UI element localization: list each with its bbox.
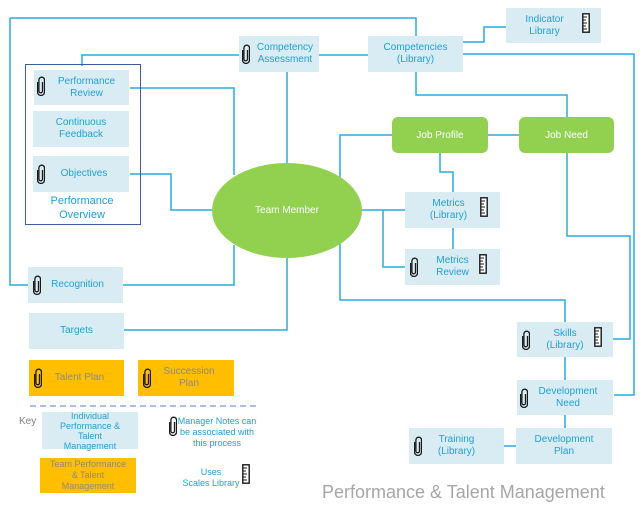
paperclip-icon: [37, 164, 45, 184]
node-label: Plan: [553, 446, 574, 457]
performance-overview-group: [25, 64, 141, 225]
key-text: this process: [192, 438, 242, 448]
node-job-profile[interactable]: Job Profile: [392, 117, 488, 153]
key-text: Performance &: [59, 420, 121, 431]
key-text: Uses: [200, 467, 222, 477]
key-text: be associated with: [179, 427, 255, 437]
node-label: Indicator: [525, 13, 564, 25]
node-label: Library: [529, 25, 560, 37]
node-label: Team Member: [255, 205, 319, 216]
node-label: Plan: [178, 378, 199, 389]
connector-assessment-review: [81, 54, 287, 66]
connector-competencies-indicator: [463, 26, 506, 43]
ruler-icon: [582, 13, 590, 33]
node-label: Feedback: [59, 129, 103, 140]
node-label: Development: [538, 385, 598, 397]
connector-team-metricsreview: [382, 210, 405, 268]
node-label: Competency: [256, 42, 314, 53]
connector-competencies-devneed: [463, 53, 635, 396]
node-label: Skills: [553, 327, 577, 339]
connector-top-loop: [10, 17, 417, 36]
connector-jobneed-skills: [566, 152, 631, 340]
node-label: Job Profile: [416, 129, 464, 141]
paperclip-icon: [143, 368, 151, 388]
connector-review-team: [130, 87, 235, 175]
connector-competencies-jobneed: [415, 72, 568, 118]
node-label: Metrics: [432, 198, 465, 209]
connector-profile-skills: [339, 134, 566, 322]
ruler-icon: [480, 197, 488, 217]
node-label: Performance: [57, 75, 116, 87]
node-label: Development: [534, 434, 594, 445]
ruler-icon: [479, 254, 487, 274]
node-label: Competencies: [383, 42, 448, 53]
node-label: Talent Plan: [54, 372, 105, 383]
node-team-member[interactable]: Team Member: [212, 163, 362, 258]
node-talent-plan[interactable]: Talent Plan: [29, 360, 124, 396]
node-label: Need: [556, 397, 580, 409]
node-label: Review: [70, 87, 103, 99]
paperclip-icon: [520, 388, 528, 408]
group-label: Overview: [59, 209, 105, 221]
paperclip-icon: [414, 436, 422, 456]
node-objectives[interactable]: Objectives: [33, 156, 129, 192]
ruler-icon: [594, 327, 602, 347]
paperclip-icon: [410, 257, 418, 277]
key-text: Management: [61, 481, 115, 491]
key-text: Team Performance: [49, 459, 127, 469]
key-text: Individual: [70, 410, 110, 421]
node-label: Training: [438, 434, 475, 445]
node-label: (Library): [437, 446, 476, 457]
paperclip-icon: [37, 76, 45, 96]
key-text: Management: [63, 440, 117, 451]
node-label: Assessment: [257, 54, 313, 65]
key-text: Scales Library: [182, 478, 240, 488]
node-label: Review: [436, 267, 469, 278]
node-label: Succession: [163, 366, 215, 377]
node-label: Targets: [60, 325, 93, 336]
group-label: Performance: [50, 195, 114, 207]
node-label: Objectives: [60, 168, 108, 179]
key-text: Manager Notes can: [177, 416, 257, 426]
node-targets[interactable]: Targets: [29, 313, 124, 349]
node-training-library[interactable]: Training(Library): [409, 428, 504, 464]
connector-profile-metrics: [439, 152, 454, 192]
paperclip-icon: [34, 368, 42, 388]
node-label: (Library): [429, 210, 468, 221]
connector-team-targets: [123, 255, 288, 331]
key-label: Key: [19, 416, 37, 427]
diagram-title: Performance & Talent Management: [322, 482, 605, 502]
node-label: (Library): [396, 54, 435, 65]
node-label: (Library): [546, 339, 584, 351]
connector-team-recognition: [123, 245, 235, 286]
connector-left-recognition: [9, 18, 28, 286]
paperclip-icon: [522, 330, 530, 350]
node-label: Recognition: [51, 279, 104, 290]
node-job-need[interactable]: Job Need: [519, 117, 614, 153]
paperclip-icon: [169, 416, 177, 436]
paperclip-icon: [242, 44, 250, 64]
key-text: Talent: [77, 430, 103, 441]
paperclip-icon: [33, 275, 41, 295]
node-label: Continuous: [55, 117, 107, 128]
ruler-icon: [242, 464, 250, 484]
node-competencies-library[interactable]: Competencies(Library): [368, 36, 463, 72]
node-label: Job Need: [545, 129, 588, 141]
key-text: & Talent: [71, 470, 105, 480]
node-recognition[interactable]: Recognition: [28, 267, 123, 303]
connector-objectives-team: [130, 173, 212, 211]
node-label: Metrics: [436, 255, 469, 266]
